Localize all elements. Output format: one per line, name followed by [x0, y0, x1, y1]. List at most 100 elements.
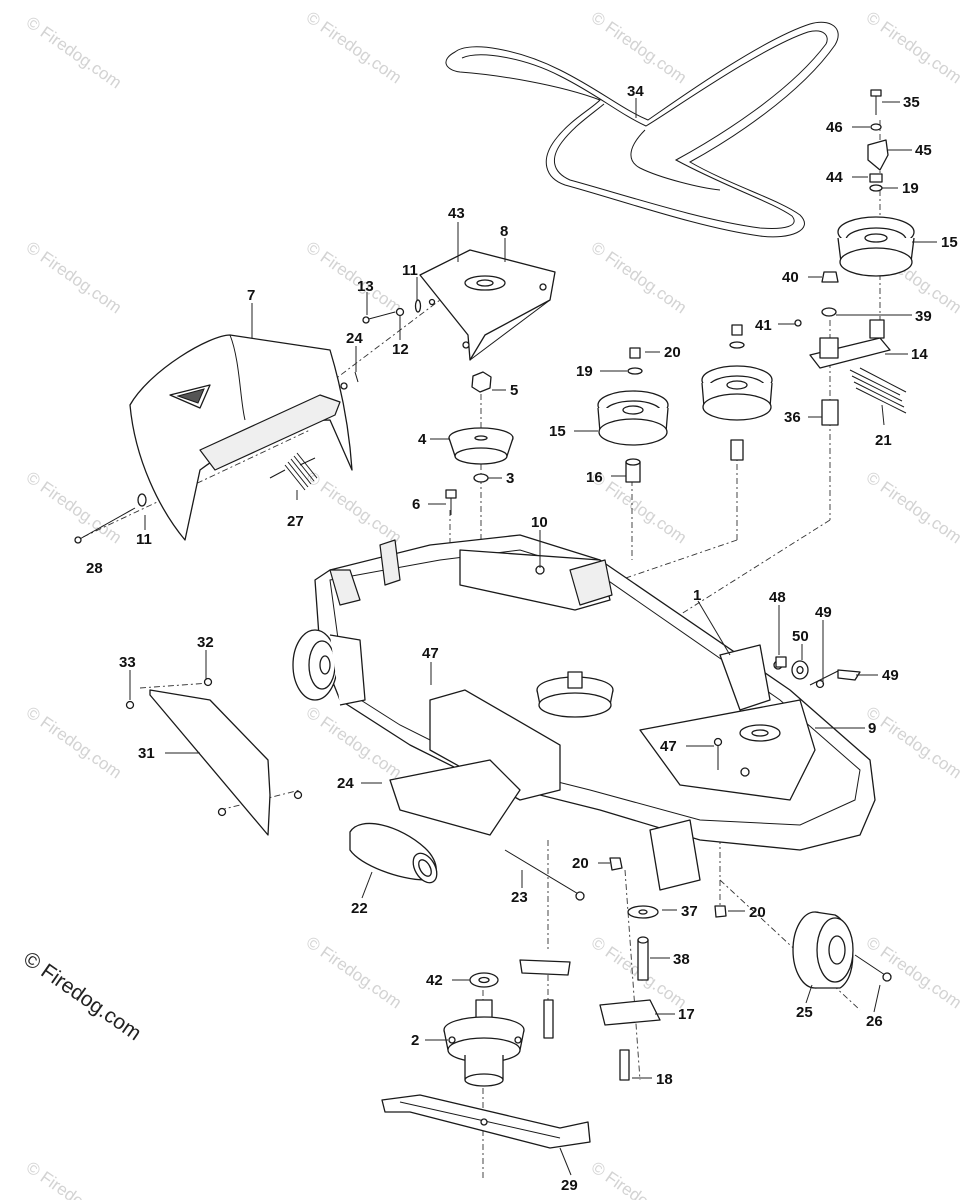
watermark: © Firedog.com [863, 8, 965, 88]
callout-26: 26 [866, 1013, 883, 1030]
callout-46: 46 [826, 119, 843, 136]
callout-31: 31 [138, 745, 155, 762]
callout-2: 2 [411, 1032, 419, 1049]
callout-45: 45 [915, 142, 932, 159]
watermark: © Firedog.com [23, 468, 125, 548]
callout-48: 48 [769, 589, 786, 606]
nuts-20 [609, 857, 727, 918]
callout-33: 33 [119, 654, 136, 671]
callout-1: 1 [693, 587, 701, 604]
wheel-25 [792, 911, 892, 989]
idler-pulley-right [701, 324, 773, 461]
callout-24: 24 [346, 330, 363, 347]
callout-49: 49 [815, 604, 832, 621]
callout-38: 38 [673, 951, 690, 968]
callout-19: 19 [902, 180, 919, 197]
small-hardware [340, 298, 436, 390]
callout-7: 7 [247, 287, 255, 304]
leader-lines [129, 98, 937, 1176]
callout-29: 29 [561, 1177, 578, 1194]
callout-41: 41 [755, 317, 772, 334]
blade-29 [381, 1094, 591, 1149]
spring-27 [269, 452, 318, 491]
watermark: © Firedog.com [23, 13, 125, 93]
callout-49: 49 [882, 667, 899, 684]
hardware-48-49-50 [775, 656, 861, 689]
bolts-47-6 [445, 489, 723, 770]
watermark: © Firedog.com [588, 238, 690, 318]
plates-17 [519, 959, 661, 1026]
callout-10: 10 [531, 514, 548, 531]
idler-arm-14 [794, 271, 907, 426]
callout-20: 20 [664, 344, 681, 361]
pin-28 [74, 493, 147, 544]
copyright-notice: © Firedog.com [19, 947, 145, 1045]
callout-50: 50 [792, 628, 809, 645]
callout-23: 23 [511, 889, 528, 906]
callout-20: 20 [749, 904, 766, 921]
bolt-23 [504, 849, 585, 901]
callout-20: 20 [572, 855, 589, 872]
callout-21: 21 [875, 432, 892, 449]
watermark: © Firedog.com [863, 703, 965, 783]
callout-3: 3 [506, 470, 514, 487]
watermark: © Firedog.com [303, 238, 405, 318]
pulley-4 [448, 371, 514, 483]
callout-11: 11 [402, 262, 418, 279]
callout-labels: 34 35 46 45 44 19 15 40 39 41 14 36 21 4… [86, 83, 958, 1194]
callout-9: 9 [868, 720, 876, 737]
callout-37: 37 [681, 903, 698, 920]
callout-19: 19 [576, 363, 593, 380]
callout-17: 17 [678, 1006, 695, 1023]
watermark: © Firedog.com [588, 1158, 690, 1200]
callout-42: 42 [426, 972, 443, 989]
callout-18: 18 [656, 1071, 673, 1088]
callout-27: 27 [287, 513, 304, 530]
callout-34: 34 [627, 83, 644, 100]
callout-15: 15 [549, 423, 566, 440]
callout-36: 36 [784, 409, 801, 426]
callout-5: 5 [510, 382, 518, 399]
callout-25: 25 [796, 1004, 813, 1021]
watermark: © Firedog.com [303, 8, 405, 88]
callout-39: 39 [915, 308, 932, 325]
watermark: © Firedog.com [23, 1158, 125, 1200]
idler-pulley-15 [597, 347, 669, 483]
callout-4: 4 [418, 431, 427, 448]
watermark: © Firedog.com [303, 933, 405, 1013]
watermark: © Firedog.com [23, 238, 125, 318]
watermark: © Firedog.com [23, 703, 125, 783]
washer-37-bolt-38 [627, 905, 659, 981]
callout-15: 15 [941, 234, 958, 251]
callout-32: 32 [197, 634, 214, 651]
belt-cover [419, 249, 556, 361]
upper-right-pulley-stack [837, 89, 915, 277]
callout-40: 40 [782, 269, 799, 286]
baffle-31 [125, 677, 303, 836]
callout-8: 8 [500, 223, 508, 240]
callout-6: 6 [412, 496, 420, 513]
mulch-plug-22 [349, 822, 438, 884]
callout-43: 43 [448, 205, 465, 222]
callout-28: 28 [86, 560, 103, 577]
callout-14: 14 [911, 346, 928, 363]
deck-wheel-left [292, 629, 366, 706]
callout-16: 16 [586, 469, 603, 486]
bolts-18 [543, 999, 630, 1081]
callout-11: 11 [136, 531, 152, 548]
drive-belt [445, 21, 839, 238]
callout-44: 44 [826, 169, 843, 186]
watermark: © Firedog.com [303, 468, 405, 548]
callout-22: 22 [351, 900, 368, 917]
callout-35: 35 [903, 94, 920, 111]
callout-47: 47 [422, 645, 439, 662]
watermark: © Firedog.com [588, 8, 690, 88]
callout-13: 13 [357, 278, 374, 295]
callout-12: 12 [392, 341, 409, 358]
deck-center-pulley [536, 671, 614, 718]
callout-47: 47 [660, 738, 677, 755]
callout-24: 24 [337, 775, 354, 792]
spindle-2 [443, 999, 525, 1087]
bearing-42 [469, 972, 499, 988]
